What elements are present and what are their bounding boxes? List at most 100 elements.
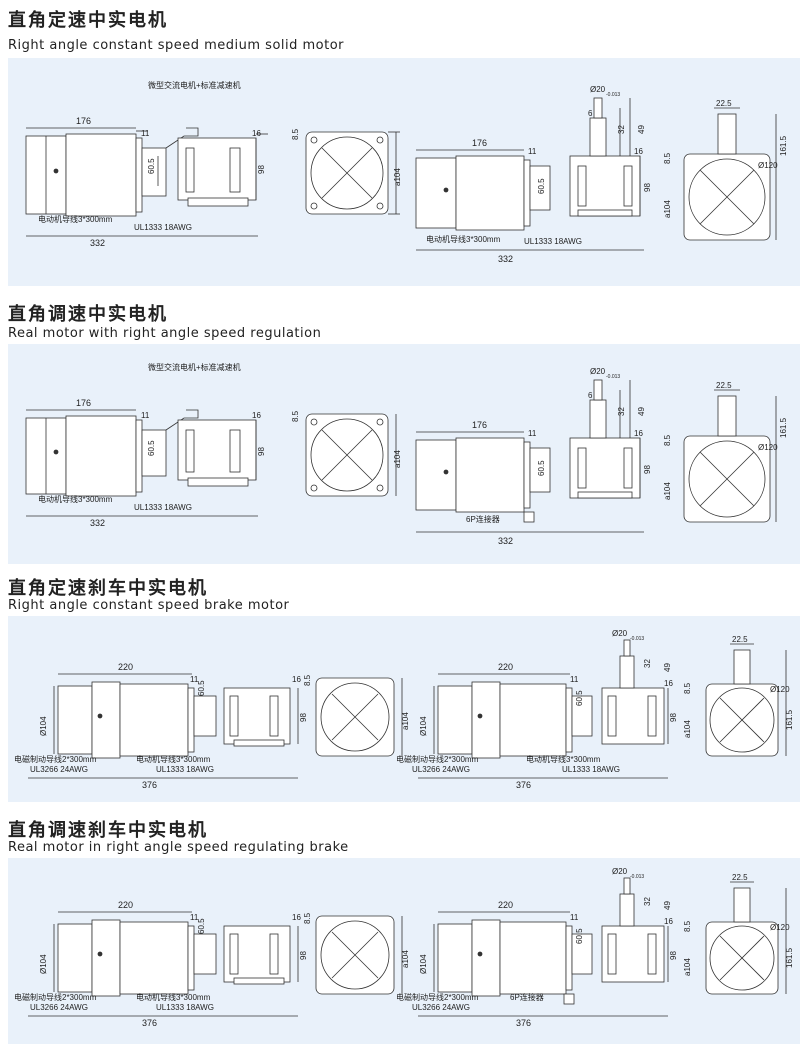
brake-wire-label: UL3266 24AWG: [412, 1003, 470, 1012]
dim-total: 332: [90, 238, 105, 248]
side-view-left: [28, 911, 299, 1017]
dim-s1: 32: [617, 125, 626, 134]
drawing-panel: 微型交流电机+标准减速机: [8, 58, 800, 286]
wire-label: UL1333 18AWG: [156, 765, 214, 774]
lead-label: 电动机导线3*300mm: [426, 234, 501, 244]
dim-dia: Ø104: [419, 716, 428, 736]
brake-wire-label: UL3266 24AWG: [412, 765, 470, 774]
dim-s1: 32: [643, 659, 652, 668]
end2-a: 8.5: [683, 920, 692, 932]
end2-c: Ø120: [770, 923, 790, 932]
dim-s: 60.5: [537, 178, 546, 194]
wire-label: UL1333 18AWG: [524, 237, 582, 246]
end1-a: 8.5: [303, 674, 312, 686]
dim-s2: 49: [663, 901, 672, 910]
lead-label: 电动机导线3*300mm: [136, 992, 211, 1002]
dim-d: 98: [669, 951, 678, 960]
end-view-1: [305, 413, 397, 497]
end-view-2: [705, 643, 787, 757]
dim-d: 98: [299, 951, 308, 960]
dim-total: 332: [90, 518, 105, 528]
dim-d: 98: [643, 183, 652, 192]
end2-d: 161.5: [785, 709, 794, 730]
dim-tol: -0.013: [630, 874, 644, 880]
end2-a: 8.5: [683, 682, 692, 694]
dim-g: 16: [292, 913, 301, 922]
dim-total: 376: [142, 1018, 157, 1028]
dim-dia: Ø104: [39, 954, 48, 974]
brake-label: 电磁制动导线2*300mm: [14, 992, 97, 1002]
section-constant-speed-brake: 直角定速刹车中实电机 Right angle constant speed br…: [0, 570, 800, 810]
end2-top: 22.5: [716, 381, 732, 390]
dim-d: 98: [299, 713, 308, 722]
brake-label: 电磁制动导线2*300mm: [396, 754, 479, 764]
dim-length: 176: [76, 398, 91, 408]
section-title-cn: 直角调速中实电机: [8, 304, 168, 325]
end1-b: a104: [393, 450, 402, 468]
dim-phi: Ø20: [612, 629, 628, 638]
dim-s1: 32: [643, 897, 652, 906]
dim-length: 176: [76, 116, 91, 126]
dim-s: 60.5: [197, 680, 206, 696]
dim-h: 11: [190, 913, 199, 922]
drawing-constant-speed-brake: 220 Ø104 11 16 60.5 98 电磁制动导线2*300mm UL3…: [14, 629, 794, 790]
end-view-1: [315, 677, 403, 757]
side-view-left: [25, 127, 268, 237]
brake-label: 电磁制动导线2*300mm: [396, 992, 479, 1002]
brake-wire-label: UL3266 24AWG: [30, 765, 88, 774]
end-view-2: [683, 389, 777, 523]
dim-h: 11: [570, 913, 579, 922]
caption: 微型交流电机+标准减速机: [148, 362, 241, 372]
wire-label: UL1333 18AWG: [134, 223, 192, 232]
end2-d: 161.5: [785, 947, 794, 968]
dim-total: 376: [516, 780, 531, 790]
dim-dia: Ø104: [39, 716, 48, 736]
dim-d: 98: [257, 447, 266, 456]
dim-phi: Ø20: [612, 867, 628, 876]
dim-s2: 49: [637, 407, 646, 416]
end2-c: Ø120: [758, 161, 778, 170]
section-title-en: Real motor in right angle speed regulati…: [8, 840, 349, 855]
dim-length: 220: [118, 662, 133, 672]
dim-s: 60.5: [575, 690, 584, 706]
end2-a: 8.5: [663, 152, 672, 164]
dim-tol: -0.013: [606, 92, 620, 98]
end2-c: Ø120: [758, 443, 778, 452]
section-title-cn: 直角定速中实电机: [8, 10, 168, 31]
dim-s: 60.5: [537, 460, 546, 476]
dim-h: 11: [570, 675, 579, 684]
lead-label: 电动机导线3*300mm: [526, 754, 601, 764]
dim-s: 60.5: [147, 440, 156, 456]
brake-label: 电磁制动导线2*300mm: [14, 754, 97, 764]
connector-label: 6P连接器: [466, 514, 500, 524]
end2-c: Ø120: [770, 685, 790, 694]
dim-k: 6: [588, 109, 593, 118]
end2-top: 22.5: [716, 99, 732, 108]
drawing-constant-speed: 微型交流电机+标准减速机: [25, 80, 788, 264]
dim-s: 60.5: [147, 158, 156, 174]
end-view-1: [315, 915, 403, 995]
dim-d: 98: [669, 713, 678, 722]
side-view-right: [415, 379, 644, 533]
dim-h: 11: [141, 129, 150, 138]
end1-a: 8.5: [291, 410, 300, 422]
dim-g: 16: [634, 429, 643, 438]
dim-length: 220: [498, 900, 513, 910]
dim-g: 16: [252, 411, 261, 420]
dim-phi: Ø20: [590, 367, 606, 376]
dim-s2: 49: [637, 125, 646, 134]
section-title-en: Real motor with right angle speed regula…: [8, 326, 322, 341]
end2-b: a104: [683, 958, 692, 976]
drawing-panel: 220 Ø104 11 16 60.5 98 电磁制动导线2*300mm UL3…: [8, 616, 800, 802]
end1-a: 8.5: [291, 128, 300, 140]
dim-total: 332: [498, 536, 513, 546]
end2-b: a104: [663, 200, 672, 218]
dim-length: 220: [118, 900, 133, 910]
dim-total: 376: [142, 780, 157, 790]
dim-tol: -0.013: [606, 374, 620, 380]
wire-label: UL1333 18AWG: [134, 503, 192, 512]
dim-s2: 49: [663, 663, 672, 672]
section-title-cn: 直角调速刹车中实电机: [8, 820, 208, 841]
end1-a: 8.5: [303, 912, 312, 924]
dim-h: 11: [141, 411, 150, 420]
